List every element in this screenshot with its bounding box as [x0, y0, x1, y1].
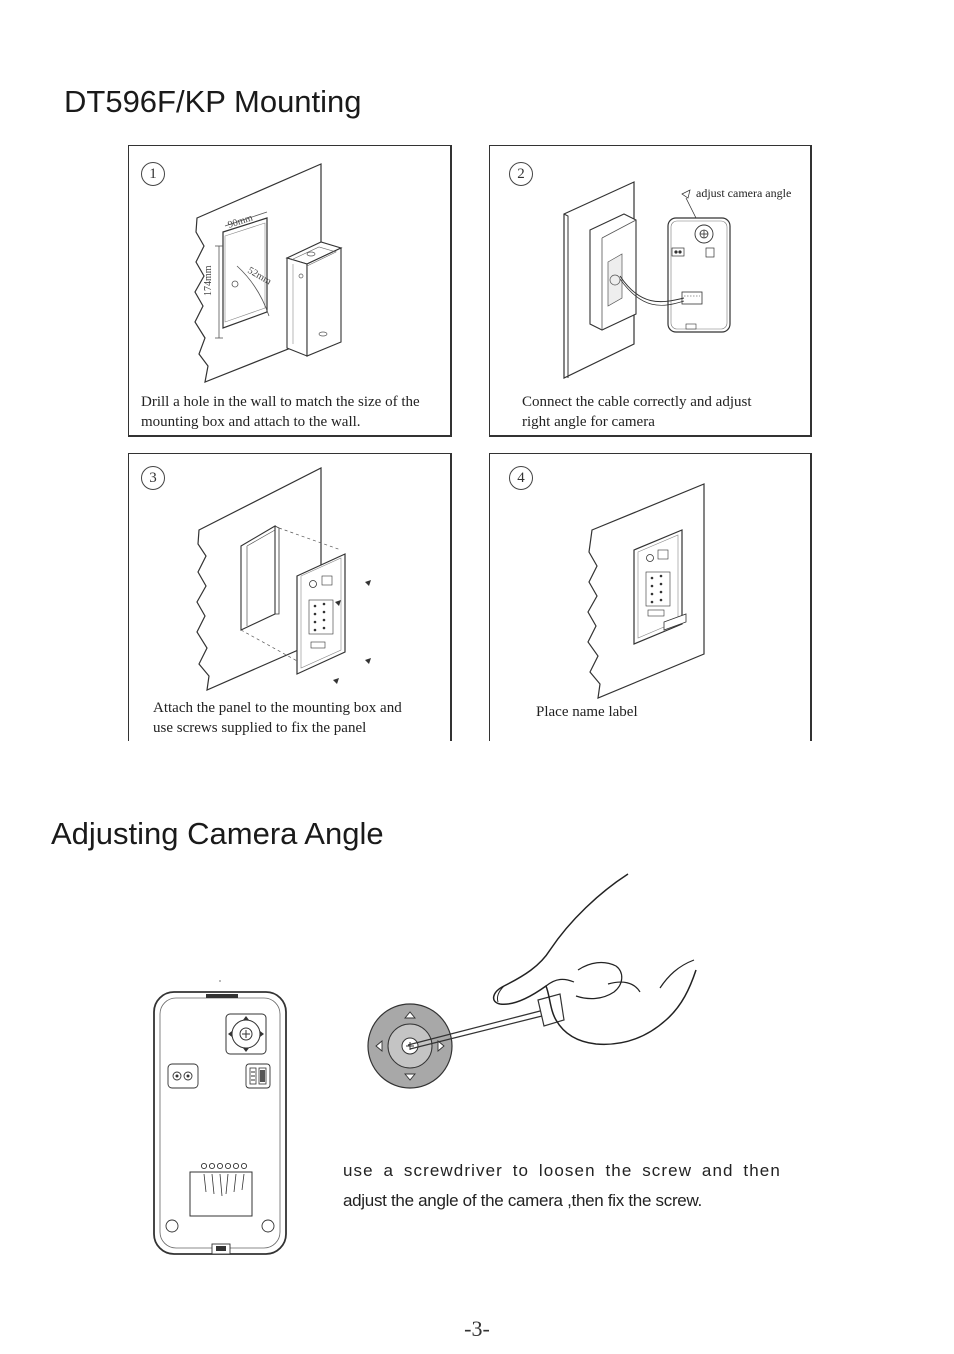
- wall-panel-illustration: [563, 181, 731, 379]
- mounting-heading: DT596F/KP Mounting: [64, 84, 362, 119]
- step-1-panel: 90mm 174mm 52mm 1 Drill a hole in the wa…: [128, 145, 452, 437]
- step-3-caption: Attach the panel to the mounting box and…: [153, 698, 449, 738]
- direction-arrows-icon: [367, 1003, 453, 1089]
- dim-depth-label: 52mm: [246, 265, 274, 287]
- step-3-number: 3: [141, 466, 165, 490]
- step-4-panel: 4 Place name label: [489, 453, 812, 741]
- step-2-caption-line-1: Connect the cable correctly and adjust: [522, 394, 752, 410]
- step-2-number: 2: [509, 162, 533, 186]
- step-1-caption-line-2: mounting box and attach to the wall.: [141, 414, 361, 430]
- keypad-panel-icon: [633, 529, 683, 645]
- camera-adjust-screw-icon: [667, 217, 731, 333]
- step-2-callout: adjust camera angle: [696, 186, 792, 200]
- camera-instruction-line-2: adjust the angle of the camera ,then fix…: [343, 1191, 702, 1210]
- step-1-caption: Drill a hole in the wall to match the si…: [141, 392, 451, 432]
- step-2-caption: Connect the cable correctly and adjust r…: [522, 392, 808, 432]
- step-3-panel: 3 Attach the panel to the mounting box a…: [128, 453, 452, 741]
- wall-panel-illustration: [196, 467, 371, 691]
- door-station-back-illustration: [153, 980, 287, 1255]
- step-4-caption-line-1: Place name label: [536, 704, 638, 720]
- wall-panel-illustration: 90mm 174mm 52mm: [194, 163, 343, 383]
- step-2-panel: adjust camera angle 2 Connect the cable …: [489, 145, 812, 437]
- page-number: -3-: [464, 1316, 490, 1341]
- screw-icons: [333, 580, 371, 684]
- step-1-number: 1: [141, 162, 165, 186]
- camera-adjust-screw-icon: [225, 1013, 267, 1055]
- dim-height-label: 174mm: [203, 265, 214, 296]
- hand-screwdriver-illustration: [367, 873, 697, 1089]
- step-3-caption-line-2: use screws supplied to fix the panel: [153, 720, 367, 736]
- hand-screwdriver-icon: [407, 873, 697, 1050]
- mounting-box-icon: [285, 241, 343, 357]
- keypad-panel-icon: [296, 553, 346, 675]
- name-label-icon: [663, 613, 687, 631]
- terminal-block-icon: [189, 1162, 253, 1217]
- step-1-caption-line-1: Drill a hole in the wall to match the si…: [141, 394, 420, 410]
- wall-panel-illustration: [587, 483, 705, 699]
- camera-instruction-line-1: use a screwdriver to loosen the screw an…: [343, 1161, 781, 1180]
- step-3-caption-line-1: Attach the panel to the mounting box and: [153, 700, 402, 716]
- step-2-caption-line-2: right angle for camera: [522, 414, 655, 430]
- camera-instruction: use a screwdriver to loosen the screw an…: [343, 1156, 781, 1216]
- camera-heading: Adjusting Camera Angle: [51, 816, 384, 851]
- step-4-number: 4: [509, 466, 533, 490]
- step-4-caption: Place name label: [536, 702, 796, 722]
